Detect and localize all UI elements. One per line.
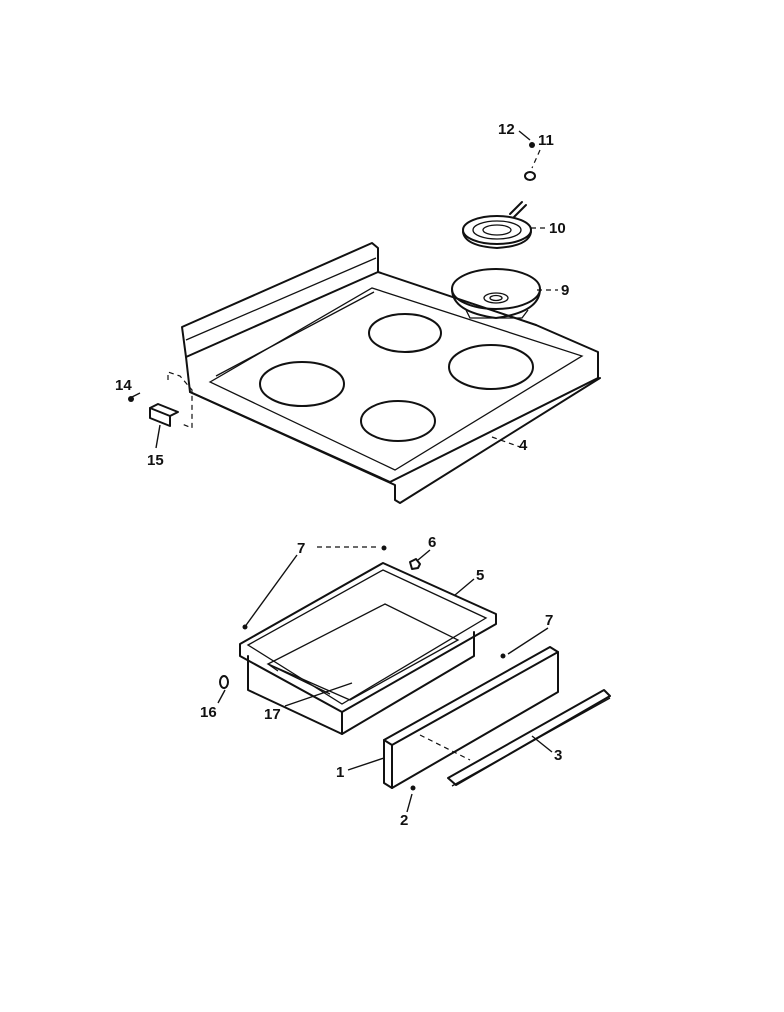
burner-opening-right-front: [360, 400, 436, 442]
callout-9: 9: [561, 282, 569, 299]
callout-5: 5: [476, 567, 484, 584]
drawer-stop-part-6: [409, 558, 421, 570]
drawer-front-panel: [383, 646, 559, 791]
element-clip-part-11: [524, 149, 541, 181]
drawer-handle: [447, 689, 611, 787]
leader-lines: [129, 130, 558, 813]
screw-part-12: [529, 142, 535, 148]
callout-12: 12: [498, 121, 515, 138]
callout-6: 6: [428, 534, 436, 551]
callout-numbers: 12 11 10 9 4 14 15 7 6 5 7 16 17 3 1 2: [115, 121, 569, 829]
surface-element: [462, 201, 532, 249]
drip-pan: [451, 268, 541, 319]
callout-16: 16: [200, 704, 217, 721]
burner-opening-left-back: [368, 313, 442, 353]
callout-3: 3: [554, 747, 562, 764]
callout-7-top: 7: [297, 540, 305, 557]
burner-opening-right-back: [448, 344, 534, 390]
callout-10: 10: [549, 220, 566, 237]
burner-opening-left-front: [259, 361, 345, 407]
callout-11: 11: [538, 132, 554, 149]
callout-17: 17: [264, 706, 281, 723]
cooktop-main-top: [181, 242, 601, 504]
callout-15: 15: [147, 452, 164, 469]
callout-4: 4: [519, 437, 528, 454]
callout-1: 1: [336, 764, 344, 781]
callout-7-right: 7: [545, 612, 553, 629]
hinge-bracket: [128, 371, 193, 429]
drawer-bumper-part-16: [219, 675, 229, 689]
callout-2: 2: [400, 812, 408, 829]
storage-drawer-body: [239, 562, 497, 735]
burner-openings: [259, 313, 534, 442]
callout-14: 14: [115, 377, 132, 394]
